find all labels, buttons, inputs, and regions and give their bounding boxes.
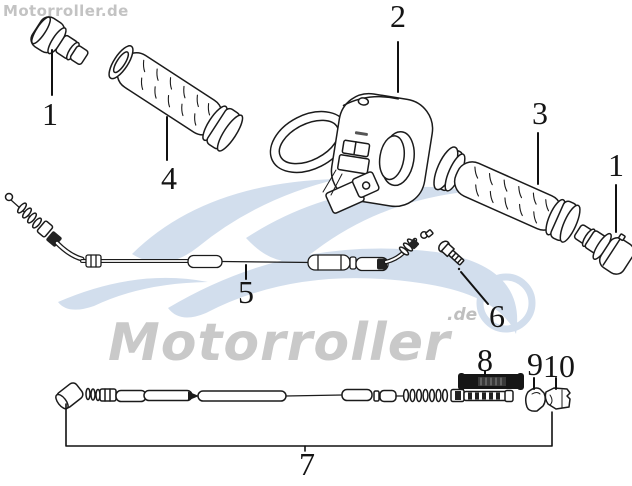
callout-label-6: 6: [489, 298, 505, 334]
screw-dot: [457, 267, 461, 271]
callout-label-8: 8: [477, 342, 493, 378]
callout-label-7: 7: [299, 446, 315, 482]
watermark-main-text: Motorroller: [108, 313, 451, 373]
part-drawing-bracket: [544, 387, 571, 410]
part-drawing-bar-end-left: [30, 16, 89, 66]
watermark-suffix-text: .de: [447, 305, 478, 325]
part-drawing-clip: [524, 387, 547, 412]
part-drawing-bar-end-right: [573, 224, 632, 275]
callout-label-4: 4: [161, 160, 177, 196]
watermark-corner-text: Motorroller.de: [3, 2, 129, 20]
callout-label-2: 2: [390, 0, 406, 34]
callout-lines: [51, 41, 617, 452]
callout-label-5: 5: [238, 274, 254, 310]
callout-label-1-right: 1: [608, 147, 624, 183]
part-drawing-grip-right: [433, 146, 581, 243]
callout-label-3: 3: [532, 95, 548, 131]
callout-label-1-left: 1: [42, 96, 58, 132]
callout-label-10: 10: [543, 348, 575, 384]
part-drawing-brake-cable: [55, 382, 514, 410]
callout-label-9: 9: [527, 346, 543, 382]
part-drawing-screw: [438, 240, 465, 266]
part-drawing-throttle-cable: [4, 192, 434, 272]
part-drawing-switch-assembly: [269, 92, 434, 214]
part-drawing-boot: [458, 373, 524, 390]
part-drawing-grip-left: [108, 45, 244, 152]
